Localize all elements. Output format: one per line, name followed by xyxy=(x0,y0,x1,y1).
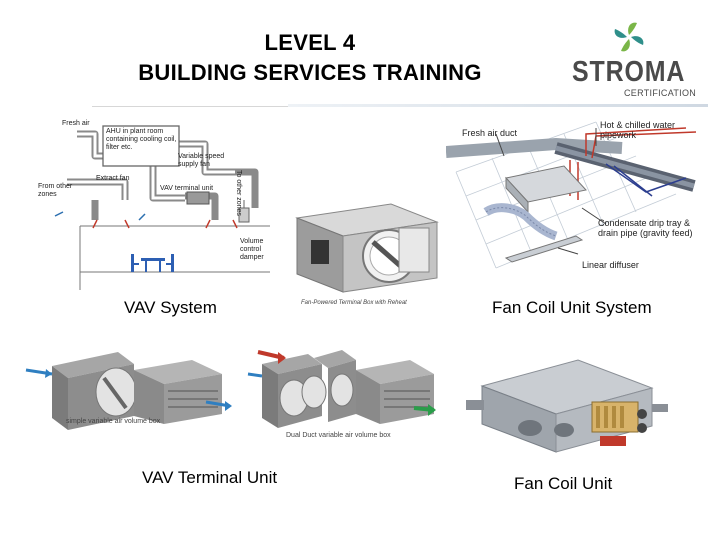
title-line-2: BUILDING SERVICES TRAINING xyxy=(138,60,482,85)
vav-label-supply-fan: Variable speed supply fan xyxy=(178,153,225,168)
slide-title: LEVEL 4 BUILDING SERVICES TRAINING xyxy=(90,28,530,88)
dual-vav-caption: Dual Duct variable air volume box xyxy=(286,432,391,439)
fcu-label-fresh-air-duct: Fresh air duct xyxy=(462,128,518,138)
vav-label-to-other: To other zones xyxy=(235,170,242,216)
vav-label-from-other: From other zones xyxy=(38,183,73,198)
vav-label-vav-unit: VAV terminal unit xyxy=(160,185,214,192)
fcu-label-linear-diffuser: Linear diffuser xyxy=(582,260,639,270)
simple-vav-caption: simple variable air volume box xyxy=(66,418,161,425)
fan-powered-box-image xyxy=(295,203,439,293)
vav-system-diagram xyxy=(54,125,270,290)
vav-label-ahu: AHU in plant room containing cooling coi… xyxy=(106,128,177,151)
fcu-label-pipework: Hot & chilled water pipework xyxy=(600,120,676,140)
fpb-caption: Fan-Powered Terminal Box with Reheat xyxy=(301,300,407,306)
caption-fcu-system: Fan Coil Unit System xyxy=(492,298,652,317)
caption-fan-coil: Fan Coil Unit xyxy=(514,474,613,493)
logo-subtitle: CERTIFICATION xyxy=(624,88,697,98)
vav-terminal-unit-image xyxy=(25,350,436,430)
divider-blue xyxy=(288,104,708,107)
vav-label-extract-fan: Extract fan xyxy=(96,175,130,182)
vav-label-volume-damper: Volume control damper xyxy=(240,238,264,261)
stroma-logo: STROMA CERTIFICATION xyxy=(566,18,696,100)
caption-vav-terminal: VAV Terminal Unit xyxy=(142,468,278,487)
title-line-1: LEVEL 4 xyxy=(264,30,356,55)
vav-label-fresh-air: Fresh air xyxy=(62,120,90,127)
fcu-system-diagram xyxy=(446,121,697,269)
fcu-label-condensate: Condensate drip tray & drain pipe (gravi… xyxy=(598,218,693,238)
logo-brand: STROMA xyxy=(572,56,686,88)
stroma-pinwheel-icon xyxy=(614,22,644,52)
caption-vav-system: VAV System xyxy=(124,298,217,317)
fan-coil-unit-image xyxy=(466,359,668,453)
